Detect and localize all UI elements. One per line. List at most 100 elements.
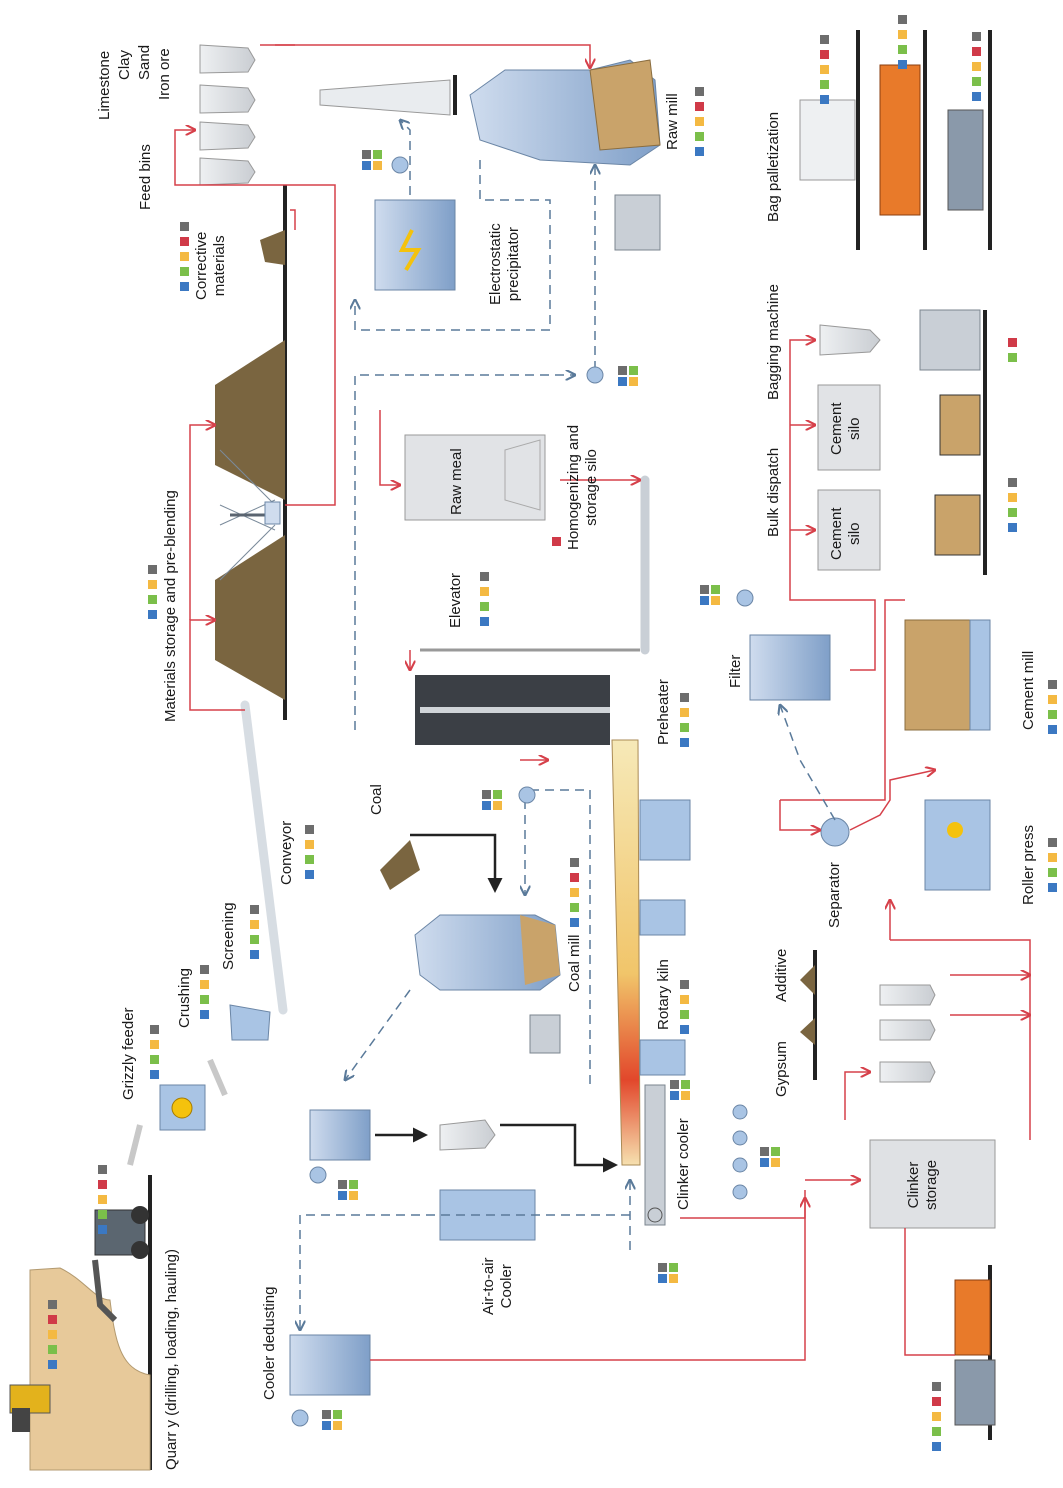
marker-square [1048, 725, 1057, 734]
marker-square [150, 1055, 159, 1064]
marker-square [333, 1410, 342, 1419]
marker-square [1048, 868, 1057, 877]
marker-square [1008, 478, 1017, 487]
label-screening: Screening [220, 902, 237, 970]
marker-square [305, 840, 314, 849]
marker-square [148, 595, 157, 604]
marker-square [681, 1080, 690, 1089]
chimney [319, 79, 451, 116]
marker-square [1008, 353, 1017, 362]
label-air-to-air-cooler: Air-to-air Cooler [480, 1257, 515, 1315]
marker-square [150, 1040, 159, 1049]
clinker-cooler-unit [644, 1084, 666, 1226]
marker-square [480, 572, 489, 581]
marker-square [658, 1263, 667, 1272]
label-gypsum: Gypsum [773, 1041, 790, 1097]
marker-square [98, 1195, 107, 1204]
marker-square [250, 905, 259, 914]
label-coal: Coal [368, 784, 385, 815]
marker-square [148, 580, 157, 589]
marker-square [373, 150, 382, 159]
label-separator: Separator [826, 862, 843, 928]
label-raw-meal: Raw meal [448, 448, 465, 515]
marker-square [932, 1397, 941, 1406]
label-conveyor: Conveyor [278, 820, 295, 885]
marker-square [148, 610, 157, 619]
label-preheater: Preheater [655, 679, 672, 745]
marker-square [98, 1225, 107, 1234]
marker-square [180, 252, 189, 261]
marker-square [322, 1421, 331, 1430]
marker-square [972, 62, 981, 71]
label-clay: Clay [116, 49, 133, 80]
marker-square [695, 102, 704, 111]
label-additive: Additive [773, 948, 790, 1002]
marker-square [48, 1300, 57, 1309]
marker-square [480, 587, 489, 596]
label-grizzly-feeder: Grizzly feeder [120, 1007, 137, 1100]
marker-square [250, 950, 259, 959]
marker-square [180, 237, 189, 246]
marker-square [305, 870, 314, 879]
truck-bottom [954, 1279, 996, 1426]
cement-silos [817, 384, 981, 571]
marker-square [629, 366, 638, 375]
marker-square [250, 920, 259, 929]
label-cement-silo-2: Cement silo [828, 402, 863, 455]
marker-square [680, 1010, 689, 1019]
marker-square [618, 377, 627, 386]
marker-square [1048, 838, 1057, 847]
marker-square [48, 1360, 57, 1369]
marker-square [760, 1147, 769, 1156]
marker-square [932, 1382, 941, 1391]
label-iron-ore: Iron ore [156, 48, 173, 100]
marker-square [695, 147, 704, 156]
marker-square [349, 1191, 358, 1200]
marker-square [180, 222, 189, 231]
marker-square [200, 995, 209, 1004]
marker-square [362, 161, 371, 170]
label-bagging-machine: Bagging machine [765, 284, 782, 400]
marker-square [570, 888, 579, 897]
marker-square [48, 1345, 57, 1354]
marker-square [98, 1210, 107, 1219]
marker-square [695, 117, 704, 126]
marker-square [618, 366, 627, 375]
marker-square [570, 903, 579, 912]
cooler-dedusting-unit [289, 1109, 536, 1396]
marker-square [48, 1315, 57, 1324]
preheater-unit [415, 675, 610, 745]
marker-square [658, 1274, 667, 1283]
label-raw-mill: Raw mill [664, 93, 681, 150]
storage-piles [215, 230, 285, 700]
gas-flow-lines [300, 120, 836, 1330]
label-clinker-storage: Clinker storage [905, 1159, 940, 1210]
marker-square [570, 873, 579, 882]
marker-square [180, 267, 189, 276]
marker-square [820, 80, 829, 89]
marker-square [932, 1427, 941, 1436]
label-materials-storage: Materials storage and pre-blending [162, 490, 179, 722]
rotary-kiln-unit [611, 739, 691, 1166]
label-feed-bins: Feed bins [137, 144, 154, 210]
marker-square [760, 1158, 769, 1167]
marker-square [932, 1442, 941, 1451]
label-filter: Filter [727, 654, 744, 688]
marker-square [972, 47, 981, 56]
marker-square [200, 965, 209, 974]
coal-mill-unit [380, 840, 561, 1054]
roller-press-unit [924, 799, 991, 891]
marker-square [373, 161, 382, 170]
marker-square [333, 1421, 342, 1430]
marker-square [771, 1158, 780, 1167]
marker-square [482, 801, 491, 810]
label-cement-mill: Cement mill [1020, 650, 1037, 730]
marker-square [148, 565, 157, 574]
filter-unit [749, 634, 831, 701]
electrostatic-precipitator-unit [374, 199, 456, 291]
label-crushing: Crushing [176, 967, 193, 1028]
label-roller-press: Roller press [1020, 824, 1037, 905]
raw-mill-machine [469, 59, 661, 251]
